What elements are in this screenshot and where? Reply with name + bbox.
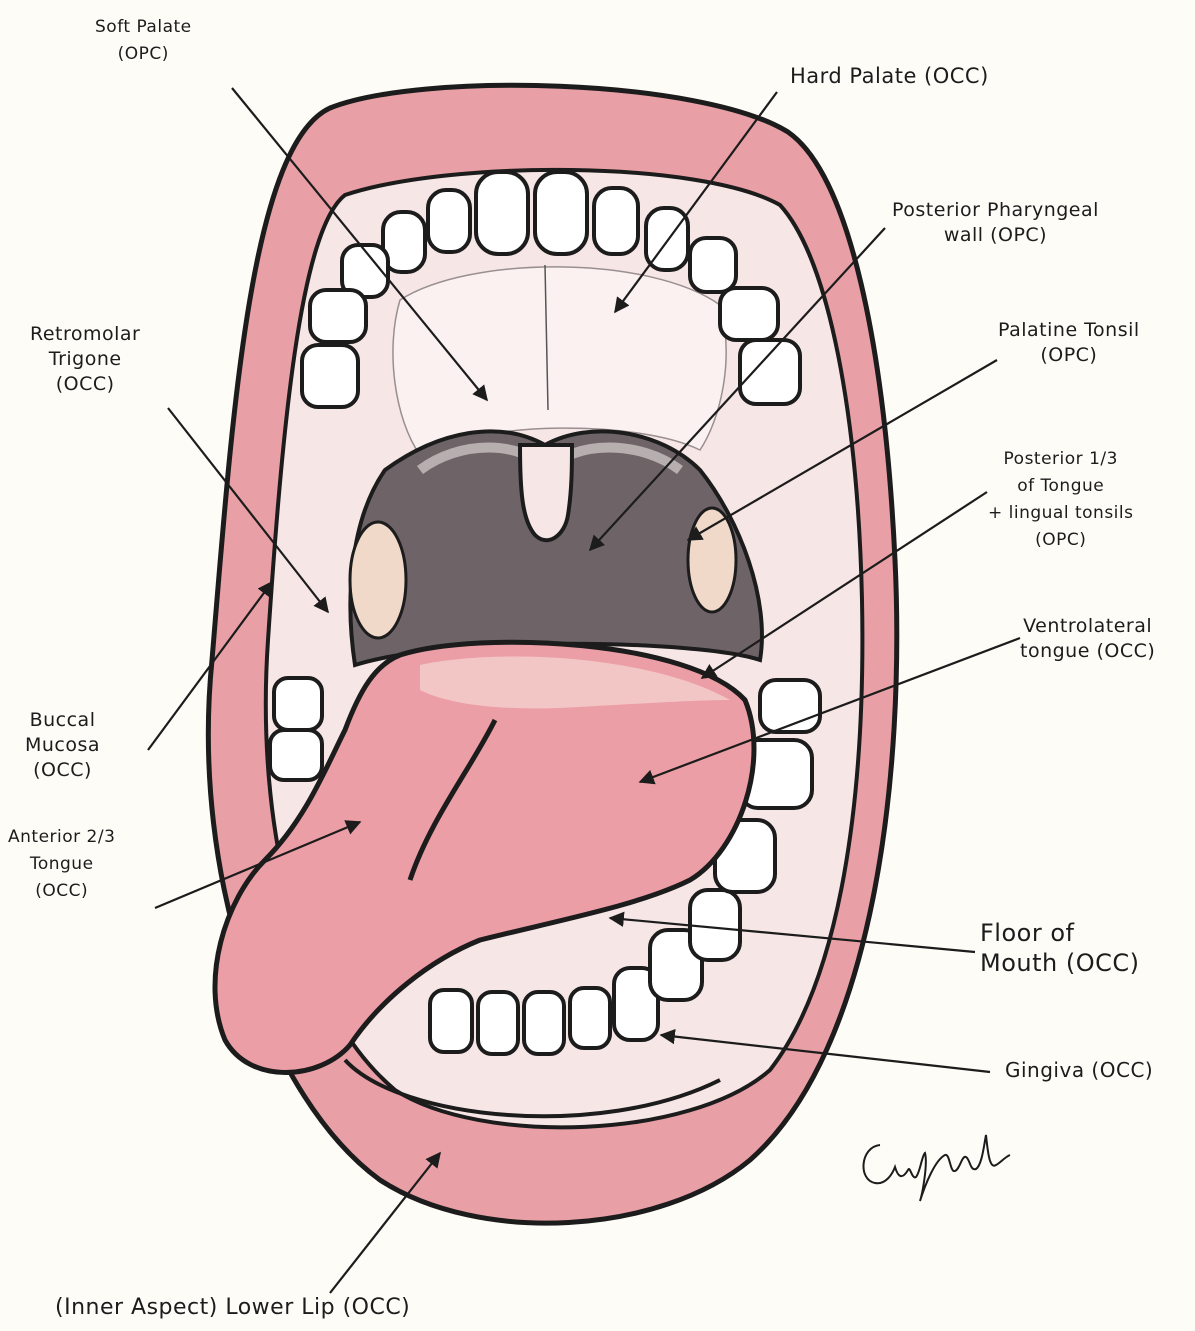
- label-anterior-two-thirds-tongue: Anterior 2/3 Tongue (OCC): [8, 824, 115, 905]
- label-line: Mucosa: [25, 733, 100, 758]
- label-lower-lip: (Inner Aspect) Lower Lip (OCC): [55, 1294, 410, 1322]
- label-line: Tongue: [8, 851, 115, 878]
- label-line: (OPC): [988, 527, 1133, 554]
- label-line: + lingual tonsils: [988, 500, 1133, 527]
- label-line: tongue (OCC): [1020, 639, 1155, 664]
- hard-palate: [393, 267, 726, 455]
- label-hard-palate: Hard Palate (OCC): [790, 64, 989, 89]
- label-line: (OCC): [30, 372, 140, 397]
- label-line: (OCC): [8, 878, 115, 905]
- artist-signature: [850, 1125, 1020, 1205]
- label-line: Anterior 2/3: [8, 824, 115, 851]
- label-line: (OCC): [25, 758, 100, 783]
- uvula: [520, 445, 572, 540]
- label-palatine-tonsil: Palatine Tonsil (OPC): [998, 318, 1140, 368]
- label-line: Retromolar: [30, 322, 140, 347]
- label-line: Posterior 1/3: [988, 446, 1133, 473]
- label-gingiva: Gingiva (OCC): [1005, 1058, 1153, 1083]
- label-line: Mouth (OCC): [980, 948, 1139, 978]
- label-line: Hard Palate (OCC): [790, 64, 989, 89]
- label-line: wall (OPC): [892, 223, 1099, 248]
- label-line: Soft Palate: [95, 14, 192, 41]
- left-palatine-tonsil: [350, 522, 406, 638]
- label-line: (Inner Aspect) Lower Lip (OCC): [55, 1294, 410, 1322]
- label-retromolar-trigone: Retromolar Trigone (OCC): [30, 322, 140, 397]
- label-line: Posterior Pharyngeal: [892, 198, 1099, 223]
- label-line: Floor of: [980, 918, 1139, 948]
- right-palatine-tonsil: [688, 508, 736, 612]
- label-posterior-pharyngeal-wall: Posterior Pharyngeal wall (OPC): [892, 198, 1099, 248]
- label-line: Buccal: [25, 708, 100, 733]
- label-floor-of-mouth: Floor of Mouth (OCC): [980, 918, 1139, 978]
- label-line: of Tongue: [988, 473, 1133, 500]
- label-buccal-mucosa: Buccal Mucosa (OCC): [25, 708, 100, 783]
- label-line: Trigone: [30, 347, 140, 372]
- label-line: (OPC): [95, 41, 192, 68]
- label-line: Ventrolateral: [1020, 614, 1155, 639]
- label-line: (OPC): [998, 343, 1140, 368]
- label-line: Palatine Tonsil: [998, 318, 1140, 343]
- label-line: Gingiva (OCC): [1005, 1058, 1153, 1083]
- label-posterior-third-tongue: Posterior 1/3 of Tongue + lingual tonsil…: [988, 446, 1133, 554]
- label-soft-palate: Soft Palate (OPC): [95, 14, 192, 68]
- label-ventrolateral-tongue: Ventrolateral tongue (OCC): [1020, 614, 1155, 664]
